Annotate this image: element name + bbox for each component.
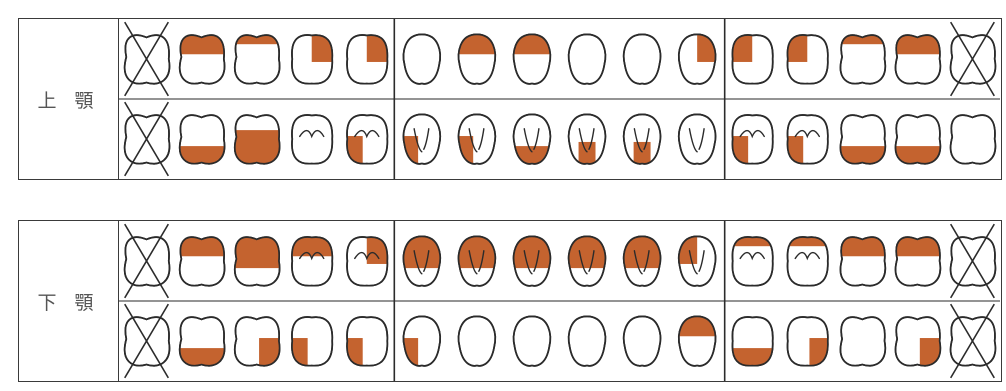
- tooth: [228, 29, 284, 83]
- plaque-mark: [509, 29, 556, 54]
- tooth-outline: [292, 115, 332, 164]
- tooth: [292, 115, 332, 164]
- tooth: [569, 114, 606, 168]
- tooth: [509, 231, 556, 285]
- plaque-mark: [228, 231, 284, 268]
- row-upper-b: [125, 102, 996, 176]
- tooth: [399, 114, 441, 168]
- upper-jaw-label: 上 顎: [37, 86, 99, 113]
- tooth: [782, 29, 828, 83]
- tooth: [399, 316, 441, 370]
- tooth: [834, 231, 890, 285]
- tooth: [454, 231, 501, 285]
- tooth: [951, 224, 996, 298]
- upper-jaw-panel: 上 顎: [18, 18, 1002, 180]
- tooth: [125, 224, 170, 298]
- tooth: [286, 317, 332, 371]
- tooth: [782, 115, 828, 169]
- row-lower-b: [125, 304, 996, 378]
- tooth: [286, 231, 337, 285]
- tooth: [454, 114, 496, 168]
- tooth: [228, 231, 284, 285]
- tooth: [569, 34, 606, 83]
- tooth: [889, 231, 945, 285]
- tooth: [782, 231, 833, 285]
- tooth: [454, 29, 501, 83]
- plaque-mark: [454, 29, 501, 54]
- tooth: [619, 231, 666, 285]
- tooth: [404, 34, 441, 83]
- tooth: [173, 231, 229, 285]
- tooth: [624, 316, 661, 365]
- tooth: [889, 115, 945, 168]
- upper-jaw-tooth-chart: [119, 19, 1000, 179]
- lower-jaw-panel: 下 顎: [18, 220, 1002, 382]
- plaque-mark: [674, 311, 721, 336]
- tooth: [727, 317, 778, 371]
- tooth: [341, 115, 387, 169]
- tooth: [399, 231, 446, 285]
- lower-jaw-label: 下 顎: [37, 288, 99, 315]
- plaque-mark: [579, 142, 596, 169]
- tooth: [896, 317, 948, 370]
- tooth: [674, 311, 721, 365]
- tooth: [727, 231, 778, 285]
- tooth: [727, 29, 773, 83]
- tooth: [125, 304, 170, 378]
- tooth: [228, 115, 284, 168]
- tooth: [341, 317, 387, 371]
- tooth: [173, 29, 229, 83]
- tooth: [679, 114, 716, 163]
- tooth: [788, 317, 835, 371]
- tooth: [674, 231, 716, 285]
- tooth: [125, 102, 170, 176]
- upper-jaw-label-cell: 上 顎: [19, 19, 119, 179]
- tooth: [125, 22, 170, 96]
- tooth: [459, 316, 496, 365]
- tooth: [834, 29, 890, 83]
- plaque-mark: [727, 348, 778, 370]
- tooth: [347, 231, 396, 285]
- tooth: [235, 317, 287, 370]
- tooth: [514, 316, 551, 365]
- lower-jaw-tooth-chart: [119, 221, 1000, 381]
- tooth: [679, 29, 725, 83]
- row-lower-a: [125, 224, 996, 298]
- lower-jaw-label-cell: 下 顎: [19, 221, 119, 381]
- tooth: [173, 115, 229, 168]
- tooth: [951, 22, 996, 96]
- tooth: [564, 231, 611, 285]
- tooth: [951, 304, 996, 378]
- tooth: [292, 29, 341, 83]
- tooth: [727, 115, 773, 169]
- tooth: [889, 29, 945, 83]
- tooth: [173, 317, 229, 370]
- tooth: [834, 115, 890, 168]
- tooth: [509, 114, 556, 168]
- tooth: [509, 29, 556, 83]
- tooth: [624, 114, 661, 168]
- tooth-outline: [841, 317, 886, 366]
- tooth: [951, 115, 996, 164]
- tooth: [347, 29, 396, 83]
- tooth: [841, 317, 886, 366]
- tooth: [569, 316, 606, 365]
- tooth: [624, 34, 661, 83]
- row-upper-a: [125, 22, 996, 96]
- tooth-outline: [951, 115, 996, 164]
- plaque-mark: [634, 142, 651, 169]
